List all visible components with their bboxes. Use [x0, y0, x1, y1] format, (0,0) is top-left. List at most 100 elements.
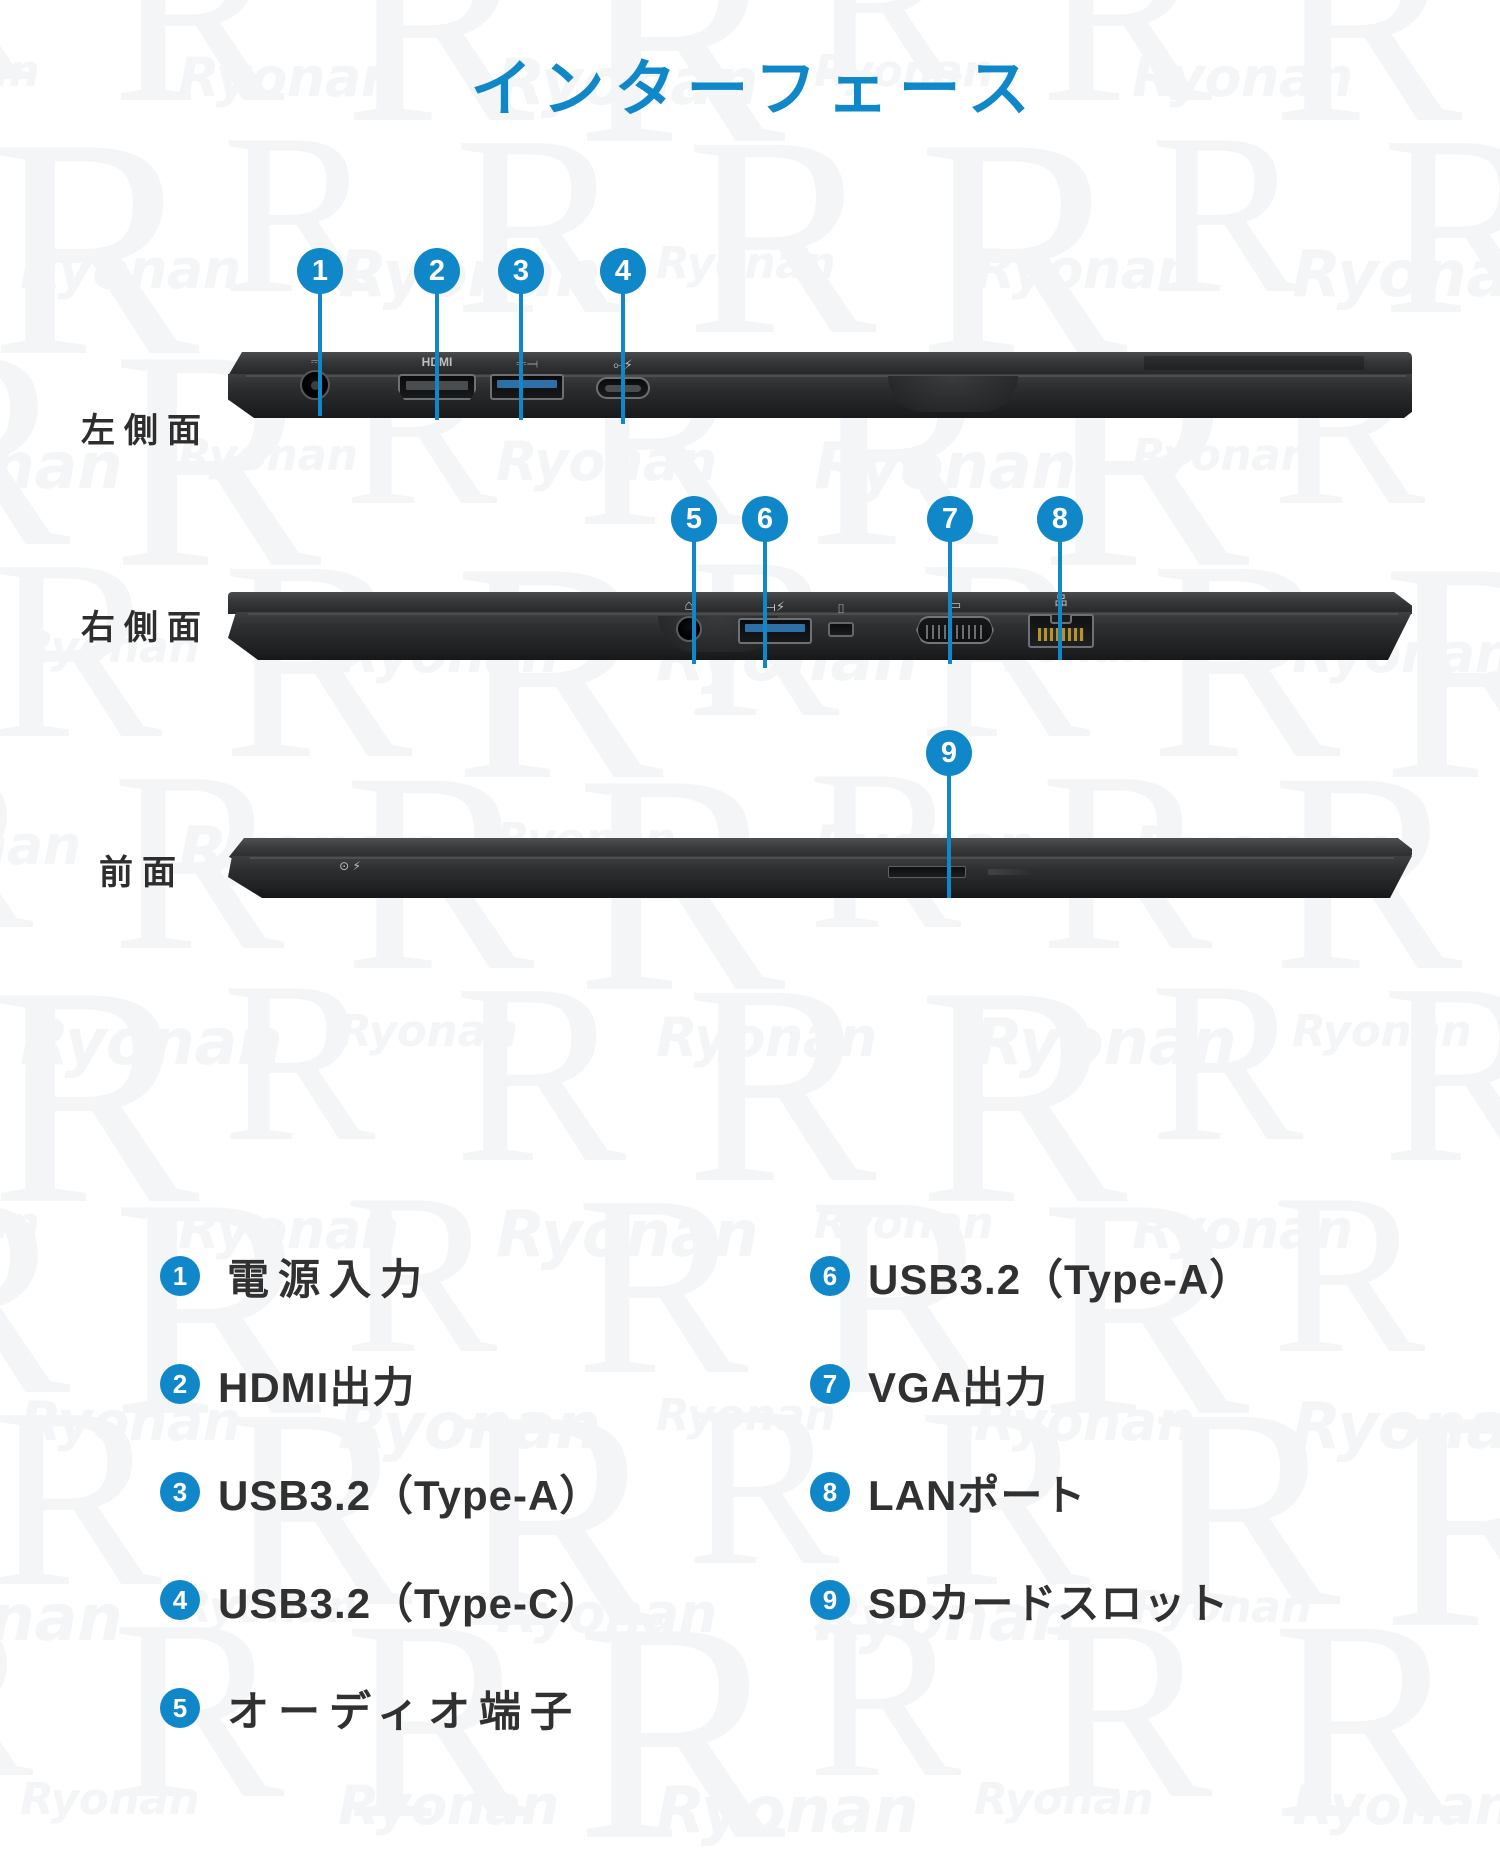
laptop-seam	[250, 857, 1394, 859]
legend-badge-9: 9	[810, 1580, 850, 1620]
legend-label-9: SDカードスロット	[868, 1579, 1230, 1627]
watermark-wordmark: Ryonan	[656, 1006, 877, 1069]
watermark-wordmark: Ryonan	[656, 238, 836, 289]
legend-item-1[interactable]: 1 電源入力	[160, 1222, 602, 1330]
watermark-letter: R	[1382, 82, 1500, 368]
callout-leader-4	[621, 292, 625, 424]
callout-badge-7: 7	[927, 496, 973, 542]
legend-label-2: HDMI出力	[218, 1363, 416, 1411]
sd-card-slot	[888, 866, 966, 878]
usb-a-charge-icon: ⟞⚡	[765, 599, 785, 614]
legend-label-5: オーディオ端子	[227, 1687, 582, 1735]
legend-item-9[interactable]: 9 SDカードスロット	[810, 1546, 1252, 1654]
security-lock-slot	[828, 622, 854, 637]
dc-power-icon: ⎓	[310, 353, 322, 368]
audio-jack	[676, 616, 702, 642]
watermark-letter: R	[0, 305, 71, 591]
laptop-seam	[246, 375, 1406, 377]
watermark-wordmark: Ryonan	[814, 430, 1077, 504]
laptop-front-view: ⊙ ⚡	[228, 838, 1412, 900]
view-label-right-side: 右側面	[81, 609, 210, 647]
watermark-letter: R	[686, 77, 877, 394]
legend-badge-1: 1	[160, 1256, 200, 1296]
watermark-letter: R	[1150, 934, 1304, 1189]
legend-badge-5: 5	[160, 1688, 200, 1728]
watermark-letter: R	[918, 921, 1128, 1269]
legend-badge-2: 2	[160, 1364, 200, 1404]
watermark-wordmark: Ryonan	[338, 1006, 518, 1057]
watermark-wordmark: Ryonan	[0, 1198, 40, 1249]
callout-leader-3	[519, 292, 523, 420]
watermark-letter: R	[918, 73, 1128, 421]
legend-badge-3: 3	[160, 1472, 200, 1512]
watermark-wordmark: Ryonan	[1292, 238, 1500, 312]
watermark-wordmark: Ryonan	[656, 1774, 919, 1848]
watermark-letter: R	[0, 73, 200, 421]
watermark-wordmark: Ryonan	[496, 430, 717, 493]
callout-leader-6	[763, 540, 767, 668]
legend-label-4: USB3.2（Type-C）	[218, 1579, 603, 1627]
callout-badge-2: 2	[414, 248, 460, 294]
legend-label-6: USB3.2（Type-A）	[868, 1255, 1253, 1303]
watermark-letter: R	[0, 506, 163, 792]
watermark-letter: R	[454, 82, 627, 368]
watermark-letter: R	[454, 930, 627, 1216]
watermark-letter: R	[576, 1557, 786, 1875]
watermark-wordmark: Ryonan	[338, 1774, 559, 1837]
view-label-left-side: 左側面	[81, 412, 210, 450]
legend-item-5[interactable]: 5 オーディオ端子	[160, 1654, 602, 1762]
callout-leader-8	[1058, 540, 1062, 660]
watermark-wordmark: Ryonan	[1292, 1390, 1500, 1464]
lock-icon: ⌷	[837, 601, 845, 616]
legend-label-3: USB3.2（Type-A）	[218, 1471, 603, 1519]
legend-item-2[interactable]: 2 HDMI出力	[160, 1330, 602, 1438]
legend-label-1: 電源入力	[227, 1255, 432, 1303]
legend-badge-8: 8	[810, 1472, 850, 1512]
watermark-wordmark: Ryonan	[1292, 1774, 1500, 1837]
laptop-seam	[248, 613, 1398, 615]
usb-a-port	[490, 374, 564, 400]
watermark-letter: R	[1382, 497, 1500, 845]
front-indicator-icons: ⊙ ⚡	[339, 859, 361, 873]
vga-pins	[926, 625, 984, 639]
vga-port	[916, 616, 994, 644]
watermark-letter: R	[0, 1583, 33, 1813]
callout-badge-4: 4	[600, 248, 646, 294]
callout-badge-3: 3	[498, 248, 544, 294]
callout-badge-1: 1	[297, 248, 343, 294]
laptop-vent	[1144, 356, 1364, 370]
watermark-letter: R	[222, 934, 376, 1189]
watermark-wordmark: Ryonan	[0, 814, 81, 877]
view-label-front: 前面	[99, 854, 185, 892]
watermark-wordmark: Ryonan	[338, 238, 601, 312]
watermark-wordmark: Ryonan	[974, 1006, 1237, 1080]
watermark-wordmark: Ryonan	[20, 1774, 200, 1825]
callout-leader-9	[947, 774, 951, 898]
watermark-wordmark: Ryonan	[0, 1582, 123, 1656]
callout-badge-5: 5	[671, 496, 717, 542]
legend-badge-7: 7	[810, 1364, 850, 1404]
laptop-left-side-view: ⎓ HDMI ⎓⟞ ⟜⚡	[228, 352, 1412, 420]
watermark-wordmark: Ryonan	[974, 238, 1195, 301]
laptop-right-side-view: ⌂ ⟞⚡ ⌷ ▭ 品	[228, 592, 1412, 664]
front-led-bar	[988, 869, 1034, 875]
callout-badge-6: 6	[742, 496, 788, 542]
watermark-wordmark: Ryonan	[656, 1390, 836, 1441]
page-title: インターフェース	[470, 55, 1040, 124]
callout-leader-7	[948, 540, 952, 664]
watermark-wordmark: Ryonan	[20, 1006, 283, 1080]
watermark-letter: R	[686, 925, 877, 1242]
legend-item-3[interactable]: 3 USB3.2（Type-A）	[160, 1438, 602, 1546]
watermark-letter: R	[0, 1354, 163, 1640]
watermark-letter: R	[1272, 1146, 1426, 1401]
headphone-icon: ⌂	[684, 597, 694, 614]
watermark-letter: R	[1382, 1345, 1500, 1693]
watermark-letter: R	[0, 921, 200, 1269]
